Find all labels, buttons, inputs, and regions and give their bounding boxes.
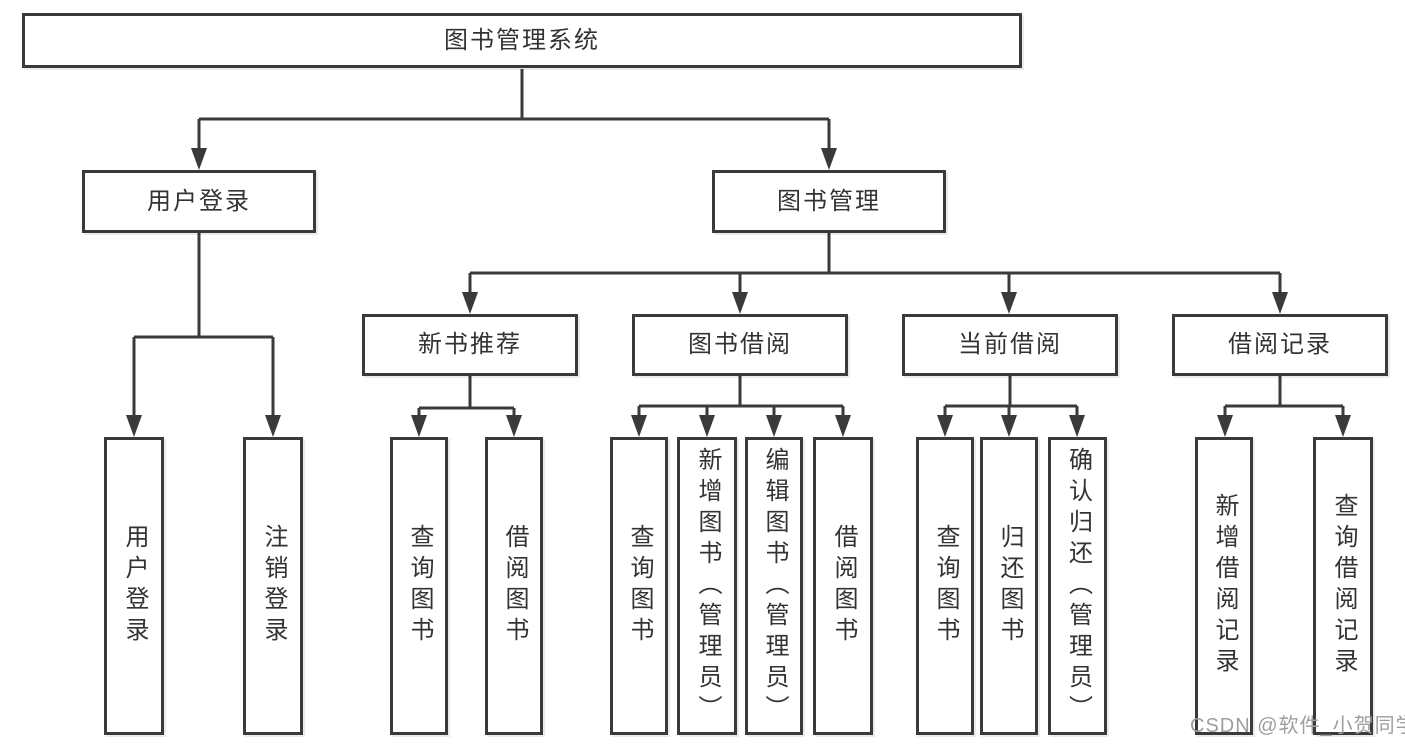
node-root: 图书管理系统 [22, 13, 1022, 68]
arrow-down-icon [732, 292, 748, 314]
node-book-borrowing: 图书借阅 [632, 314, 848, 376]
node-user-login: 用户登录 [82, 170, 316, 233]
arrow-down-icon [1335, 415, 1351, 437]
leaf-user-login: 用户登录 [104, 437, 164, 735]
node-current-borrowing-label: 当前借阅 [958, 331, 1062, 358]
arrow-down-icon [1069, 415, 1085, 437]
leaf-borrowing-borrow-books-label: 借阅图书 [830, 524, 857, 648]
connector-book-borrowing-to-leaves [631, 376, 851, 437]
leaf-logout-login-label: 注销登录 [260, 524, 287, 648]
node-user-login-label: 用户登录 [147, 187, 251, 215]
arrow-down-icon [506, 415, 522, 437]
leaf-records-query-record-label: 查询借阅记录 [1330, 493, 1357, 679]
leaf-logout-login: 注销登录 [243, 437, 303, 735]
leaf-records-add-record-label: 新增借阅记录 [1211, 493, 1238, 679]
leaf-current-query-books-label: 查询图书 [932, 524, 959, 648]
leaf-current-confirm-return-label: 确认归还（管理员） [1064, 446, 1092, 726]
leaf-borrowing-edit-books: 编辑图书（管理员） [745, 437, 803, 735]
arrow-down-icon [411, 415, 427, 437]
node-borrowing-records: 借阅记录 [1172, 314, 1388, 376]
leaf-borrowing-query-books: 查询图书 [610, 437, 668, 735]
leaf-borrowing-add-books: 新增图书（管理员） [677, 437, 737, 735]
leaf-current-query-books: 查询图书 [916, 437, 974, 735]
leaf-current-return-books-label: 归还图书 [996, 524, 1023, 648]
leaf-borrowing-query-books-label: 查询图书 [626, 524, 653, 648]
node-root-label: 图书管理系统 [444, 26, 600, 54]
leaf-recommend-borrow-books: 借阅图书 [485, 437, 543, 735]
arrow-down-icon [937, 415, 953, 437]
node-new-book-recommend: 新书推荐 [362, 314, 578, 376]
leaf-records-query-record: 查询借阅记录 [1313, 437, 1373, 735]
node-new-book-recommend-label: 新书推荐 [418, 331, 522, 358]
leaf-borrowing-borrow-books: 借阅图书 [813, 437, 873, 735]
connector-current-borrowing-to-leaves [937, 376, 1085, 437]
node-book-borrowing-label: 图书借阅 [688, 331, 792, 358]
csdn-watermark: CSDN @软件_小贺同学 [1190, 715, 1405, 737]
arrow-down-icon [766, 415, 782, 437]
leaf-records-add-record: 新增借阅记录 [1195, 437, 1253, 735]
leaf-borrowing-add-books-label: 新增图书（管理员） [694, 446, 721, 726]
node-book-management: 图书管理 [712, 170, 946, 233]
leaf-user-login-label: 用户登录 [121, 524, 148, 648]
leaf-recommend-query-books: 查询图书 [390, 437, 448, 735]
arrow-down-icon [821, 148, 837, 170]
connector-book-management-to-level3 [462, 233, 1288, 314]
arrow-down-icon [1217, 415, 1233, 437]
arrow-down-icon [265, 415, 281, 437]
leaf-current-confirm-return: 确认归还（管理员） [1048, 437, 1107, 735]
node-borrowing-records-label: 借阅记录 [1228, 331, 1332, 358]
arrow-down-icon [835, 415, 851, 437]
leaf-recommend-query-books-label: 查询图书 [406, 524, 433, 648]
arrow-down-icon [1001, 292, 1017, 314]
connector-borrowing-records-to-leaves [1217, 376, 1351, 437]
node-current-borrowing: 当前借阅 [902, 314, 1118, 376]
connector-user-login-to-leaves [126, 233, 281, 437]
arrow-down-icon [191, 148, 207, 170]
arrow-down-icon [1272, 292, 1288, 314]
arrow-down-icon [1001, 415, 1017, 437]
connector-root-to-level2 [191, 69, 837, 170]
arrow-down-icon [631, 415, 647, 437]
arrow-down-icon [699, 415, 715, 437]
arrow-down-icon [126, 415, 142, 437]
connector-new-book-recommend-to-leaves [411, 376, 522, 437]
node-book-management-label: 图书管理 [777, 187, 881, 215]
leaf-borrowing-edit-books-label: 编辑图书（管理员） [761, 446, 788, 726]
leaf-current-return-books: 归还图书 [980, 437, 1038, 735]
arrow-down-icon [462, 292, 478, 314]
leaf-recommend-borrow-books-label: 借阅图书 [501, 524, 528, 648]
